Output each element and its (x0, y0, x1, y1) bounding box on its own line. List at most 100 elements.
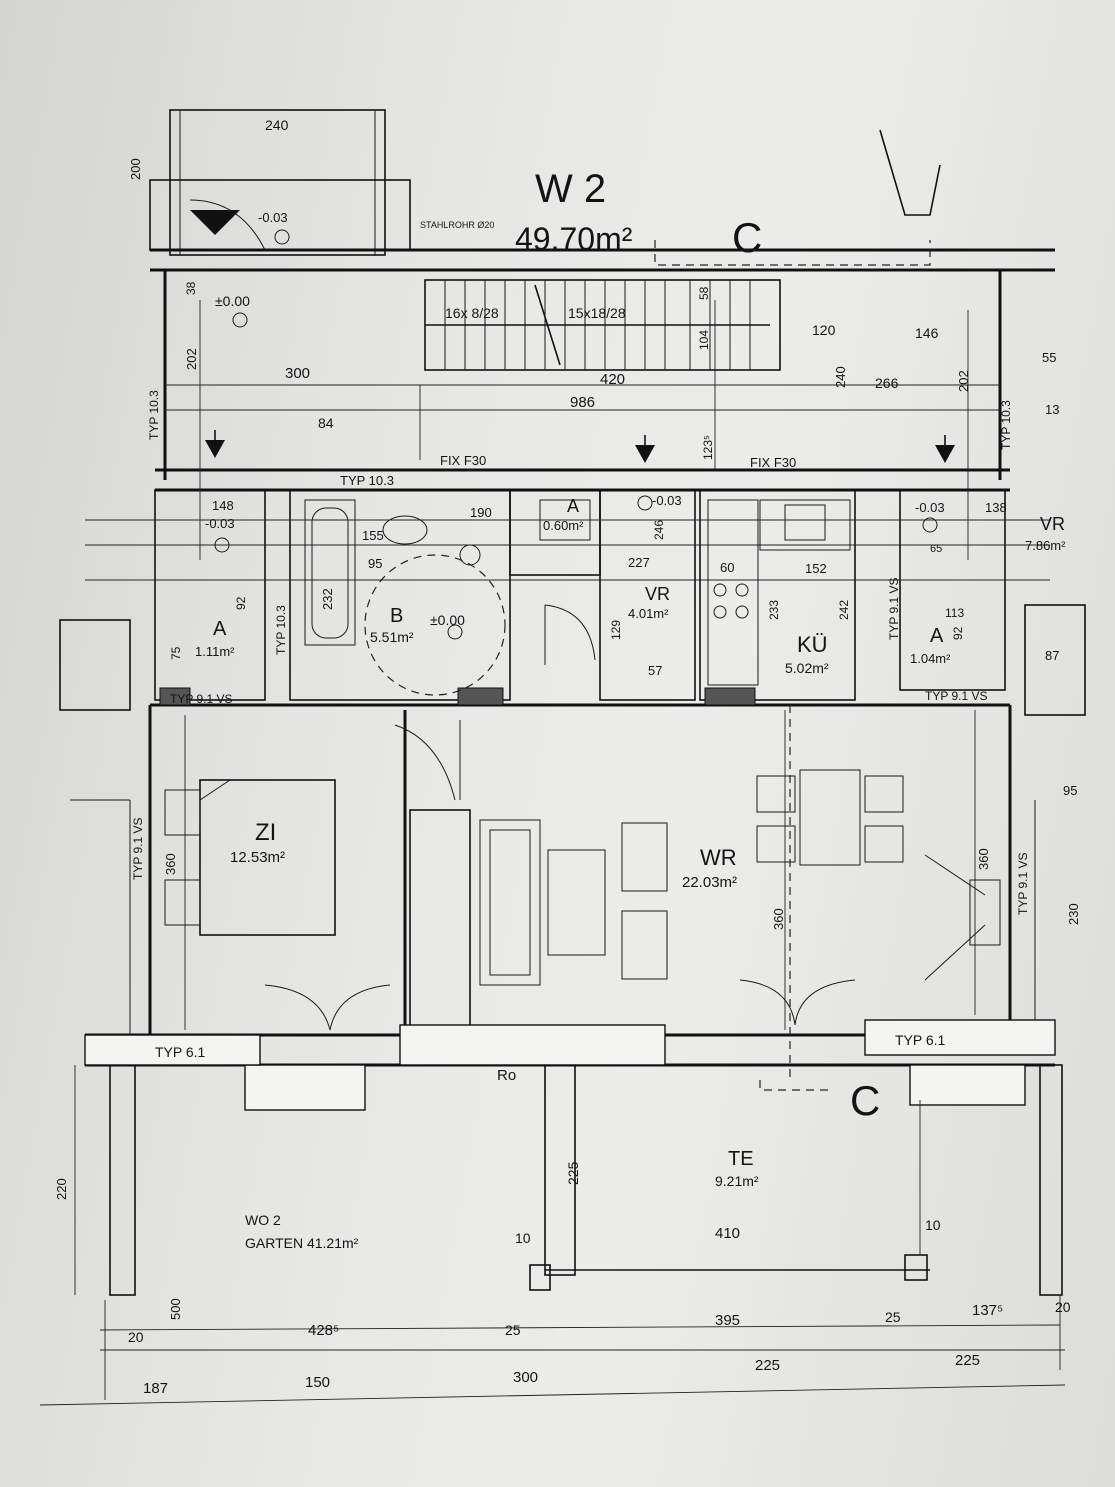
dim-428: 428⁵ (308, 1322, 339, 1339)
unit-area: 49.70m² (515, 221, 633, 257)
terrace-code: TE (728, 1148, 754, 1170)
dim-25-b: 25 (885, 1309, 901, 1325)
dim-58: 58 (697, 286, 711, 300)
walls (59, 109, 1086, 1296)
hall-area: 4.01m² (628, 606, 669, 621)
dim-60: 60 (720, 560, 734, 575)
dim-225-vertical: 225 (565, 1161, 581, 1185)
dim-230: 230 (1066, 903, 1081, 925)
dim-bottom-150: 150 (305, 1374, 330, 1391)
dim-92-b: 92 (951, 626, 965, 640)
dim-360-right: 360 (976, 848, 991, 870)
dim-395: 395 (715, 1312, 740, 1329)
steel-pipe-note: STAHLROHR Ø20 (420, 220, 494, 230)
garden-line2: GARTEN 41.21m² (245, 1235, 359, 1251)
level-top: ±0.00 (215, 293, 250, 309)
section-marker-top: C (732, 214, 762, 261)
dim-148: 148 (212, 498, 234, 513)
kitchen-area: 5.02m² (785, 660, 829, 676)
typ-103-left: TYP 10.3 (147, 390, 161, 440)
dim-138: 138 (985, 500, 1007, 515)
bath-code: B (390, 605, 403, 627)
dim-300: 300 (285, 365, 310, 382)
dim-227: 227 (628, 555, 650, 570)
dim-38: 38 (184, 281, 198, 295)
bedroom-code: ZI (255, 819, 276, 846)
dim-bottom-225-a: 225 (755, 1357, 780, 1374)
dim-bottom-225-b: 225 (955, 1352, 980, 1369)
dim-360-mid: 360 (771, 908, 786, 930)
dim-220: 220 (54, 1178, 69, 1200)
dim-152: 152 (805, 561, 827, 576)
dim-129: 129 (609, 620, 623, 640)
dim-232: 232 (320, 588, 335, 610)
wall-type-labels: TYP 10.3 FIX F30 FIX F30 TYP 9.1 VS TYP … (131, 390, 1030, 1084)
dim-120: 120 (812, 322, 836, 338)
dim-92-a: 92 (234, 596, 248, 610)
typ-91vs-vert-left: TYP 9.1 VS (131, 818, 145, 880)
typ-61-left: TYP 6.1 (155, 1044, 206, 1060)
dim-200: 200 (128, 158, 143, 180)
typ-61-right: TYP 6.1 (895, 1032, 946, 1048)
dim-55: 55 (1042, 350, 1056, 365)
dim-146: 146 (915, 325, 939, 341)
stair-right-label: 15x18/28 (568, 305, 626, 321)
kitchen-code: KÜ (797, 632, 828, 657)
typ-91vs-vert-kitchen: TYP 9.1 VS (887, 578, 901, 640)
level-right: -0.03 (915, 500, 945, 515)
dim-500: 500 (168, 1298, 183, 1320)
stair-left-label: 16x 8/28 (445, 305, 499, 321)
unit-name: W 2 (535, 167, 606, 211)
dim-104: 104 (697, 330, 711, 350)
shaft-left-area: 1.11m² (195, 644, 235, 659)
dim-246: 246 (652, 520, 666, 540)
dim-20-a: 20 (128, 1329, 144, 1345)
fix-f30-left: FIX F30 (440, 453, 486, 468)
dim-190: 190 (470, 505, 492, 520)
dim-242: 242 (837, 600, 851, 620)
room-labels: B 5.51m² ±0.00 A 0.60m² VR 4.01m² KÜ 5.0… (195, 496, 1066, 1251)
dim-84: 84 (318, 415, 334, 431)
dim-986: 986 (570, 394, 595, 411)
level-left: -0.03 (205, 516, 235, 531)
section-marker-bottom: C (850, 1077, 880, 1124)
dim-202-left: 202 (184, 348, 199, 370)
dim-bottom-300: 300 (513, 1369, 538, 1386)
typ-91vs-left: TYP 9.1 VS (170, 692, 232, 706)
dim-123: 123⁵ (701, 435, 715, 460)
typ-91vs-vert-right: TYP 9.1 VS (1016, 853, 1030, 915)
fix-f30-right: FIX F30 (750, 455, 796, 470)
wc-code: A (567, 496, 579, 516)
hall-right-area: 7.86m² (1025, 538, 1066, 553)
dim-240-top: 240 (265, 117, 289, 133)
bath-area: 5.51m² (370, 629, 414, 645)
dim-233: 233 (767, 600, 781, 620)
stair-treads (425, 280, 770, 370)
door-swings (189, 199, 856, 1031)
dim-57: 57 (648, 663, 662, 678)
terrace-area: 9.21m² (715, 1173, 759, 1189)
dim-113: 113 (945, 606, 964, 620)
dim-410: 410 (715, 1225, 740, 1242)
dim-13: 13 (1045, 402, 1059, 417)
dim-65: 65 (930, 543, 942, 555)
wc-area: 0.60m² (543, 518, 584, 533)
level-markers (205, 229, 955, 640)
section-line (654, 129, 941, 1091)
hall-code: VR (645, 584, 670, 604)
dim-95: 95 (368, 556, 382, 571)
living-code: WR (700, 845, 737, 870)
dim-240-mid: 240 (833, 366, 848, 388)
garden-line1: WO 2 (245, 1212, 281, 1228)
level-balcony: -0.03 (258, 210, 288, 225)
bedroom-area: 12.53m² (230, 849, 285, 866)
dim-95-right: 95 (1063, 783, 1077, 798)
dim-25-a: 25 (505, 1322, 521, 1338)
typ-103-mid: TYP 10.3 (274, 605, 288, 655)
typ-103-right: TYP 10.3 (999, 400, 1013, 450)
level-labels: ±0.00 -0.03 -0.03 -0.03 -0.03 (205, 210, 945, 531)
shaft-right-area: 1.04m² (910, 651, 951, 666)
ro-label: Ro (497, 1067, 516, 1084)
